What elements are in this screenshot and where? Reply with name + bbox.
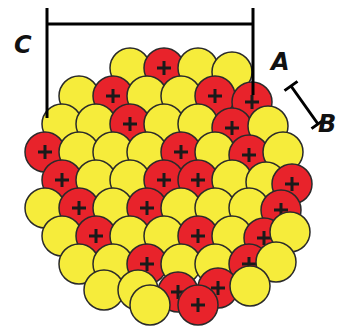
neutron xyxy=(130,285,170,325)
dimension-letter: A xyxy=(271,50,290,74)
width-bracket xyxy=(47,8,253,118)
dimension-letter: B xyxy=(318,112,336,136)
dimension-letter: C xyxy=(14,33,32,57)
neutron xyxy=(230,266,270,306)
proton xyxy=(178,285,218,325)
